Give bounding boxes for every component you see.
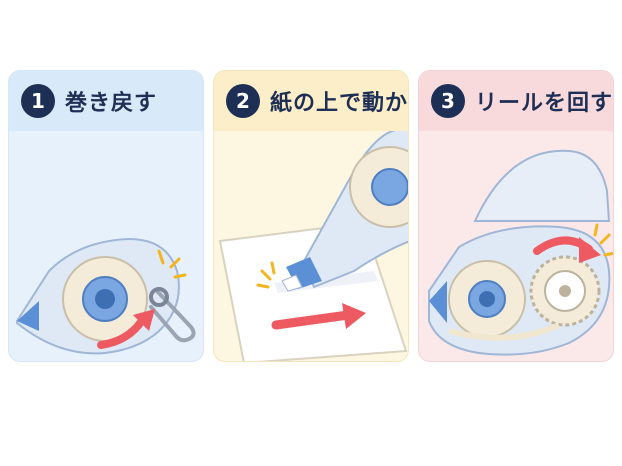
arrow-icon: [533, 236, 601, 263]
step-2-header: 2 紙の上で動かす: [214, 71, 408, 131]
arrow-icon: [271, 303, 366, 330]
step-2-panel: 2 紙の上で動かす: [213, 70, 409, 362]
sparkle-icon: [256, 261, 276, 289]
step-1-illustration: [16, 237, 196, 355]
step-1-header: 1 巻き戻す: [9, 71, 203, 131]
step-2-title: 紙の上で動かす: [270, 91, 409, 116]
tape-dispenser-icon: [16, 237, 180, 355]
paperclip-icon: [149, 287, 196, 343]
step-3-illustration: [428, 149, 613, 356]
lid-icon: [473, 149, 611, 222]
step-1-number-badge: 1: [21, 84, 55, 118]
step-1-title: 巻き戻す: [65, 91, 158, 116]
tape-dispenser-icon: [281, 131, 408, 292]
step-2-number-badge: 2: [226, 84, 260, 118]
reel-icon: [529, 255, 601, 327]
step-1-panel: 1 巻き戻す: [8, 70, 204, 362]
step-2-illustration: [218, 131, 408, 361]
sparkle-icon: [593, 223, 613, 257]
step-3-number-badge: 3: [431, 84, 465, 118]
step-3-panel: 3 リールを回す: [418, 70, 614, 362]
step-3-title: リールを回す: [475, 91, 614, 116]
step-3-header: 3 リールを回す: [419, 71, 613, 131]
sparkle-icon: [157, 249, 187, 279]
arrow-icon: [97, 309, 155, 349]
